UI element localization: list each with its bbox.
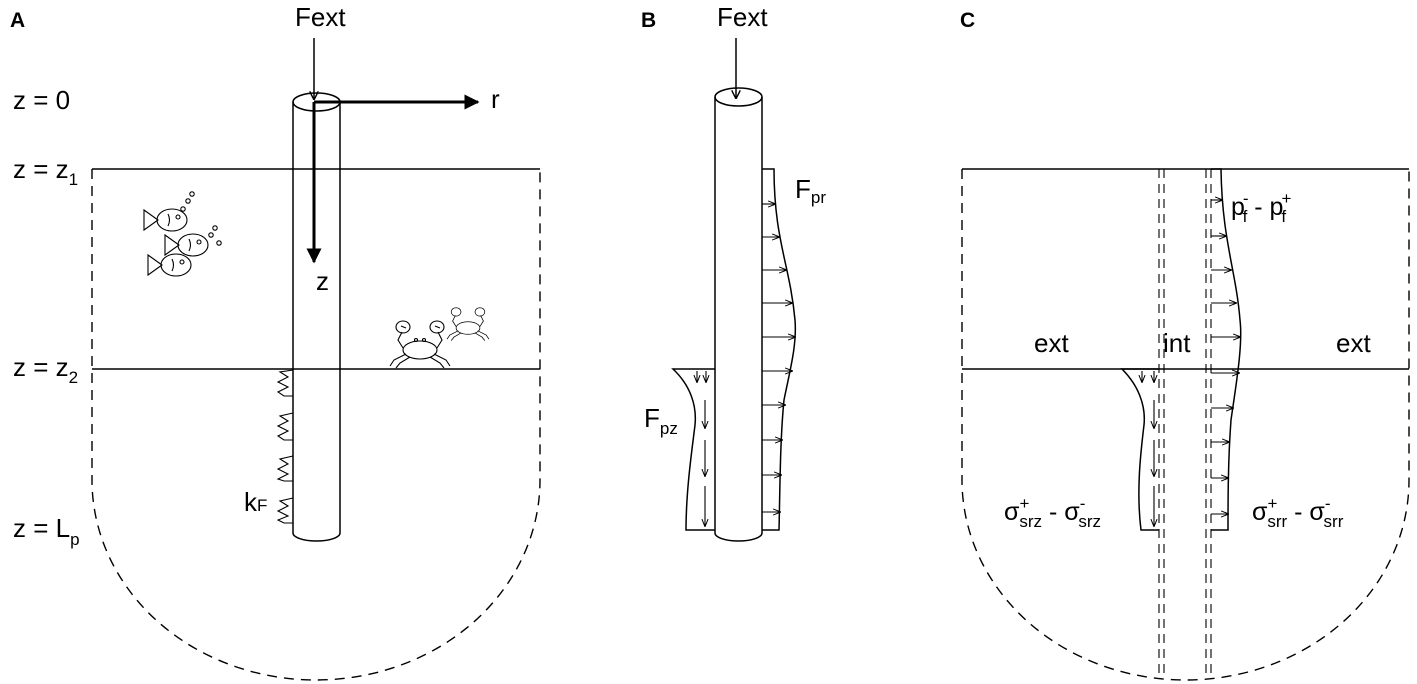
panel-b: B Fext Fpr (641, 2, 826, 542)
external-force-label-a: Fext (295, 2, 346, 32)
pressure-jump-label: p-f - p+f (1231, 189, 1291, 226)
fpz-label: Fpz (644, 403, 678, 438)
radial-jump-curve (1211, 168, 1242, 531)
axial-jump-distribution (1120, 368, 1159, 531)
panel-a: A z = 0 z = z1 z = z2 z = Lp Fext r z (10, 2, 541, 681)
domain-boundary-c (961, 169, 1410, 681)
pile-b (714, 87, 763, 542)
axial-jump-curve (1120, 368, 1159, 531)
depth-label-lp: z = Lp (13, 513, 80, 549)
axial-force-distribution (671, 368, 715, 531)
spring-stiffness-label: kF (244, 487, 267, 517)
panel-a-label: A (10, 9, 25, 32)
fpr-label: Fpr (795, 174, 826, 207)
domain-boundary (91, 169, 541, 681)
normal-jump-label: σ+srr - σ-srr (1252, 494, 1344, 531)
ext-left-label: ext (1034, 328, 1069, 358)
shear-jump-label: σ+srz - σ-srz (1004, 494, 1101, 531)
depth-label-z2: z = z2 (13, 352, 78, 387)
crab-icon (389, 307, 490, 369)
r-axis-label: r (491, 84, 500, 114)
ext-right-label: ext (1336, 328, 1371, 358)
panel-c-label: C (960, 9, 975, 32)
radial-force-distribution (762, 168, 797, 531)
panel-c: C ext int ext (960, 9, 1410, 681)
fpz-profile-curve (671, 368, 715, 531)
external-force-label-b: Fext (717, 2, 768, 32)
pile-interface (1158, 169, 1212, 676)
depth-label-z0: z = 0 (13, 85, 70, 115)
panel-b-label: B (641, 9, 656, 32)
pile-a (292, 92, 341, 542)
fpr-profile-curve (762, 168, 797, 531)
depth-label-z1: z = z1 (13, 154, 78, 189)
int-label: int (1163, 328, 1191, 358)
fish-icon (143, 191, 222, 277)
spring-elements (276, 369, 294, 524)
z-axis-label: z (316, 266, 329, 296)
radial-jump-distribution (1211, 168, 1242, 531)
